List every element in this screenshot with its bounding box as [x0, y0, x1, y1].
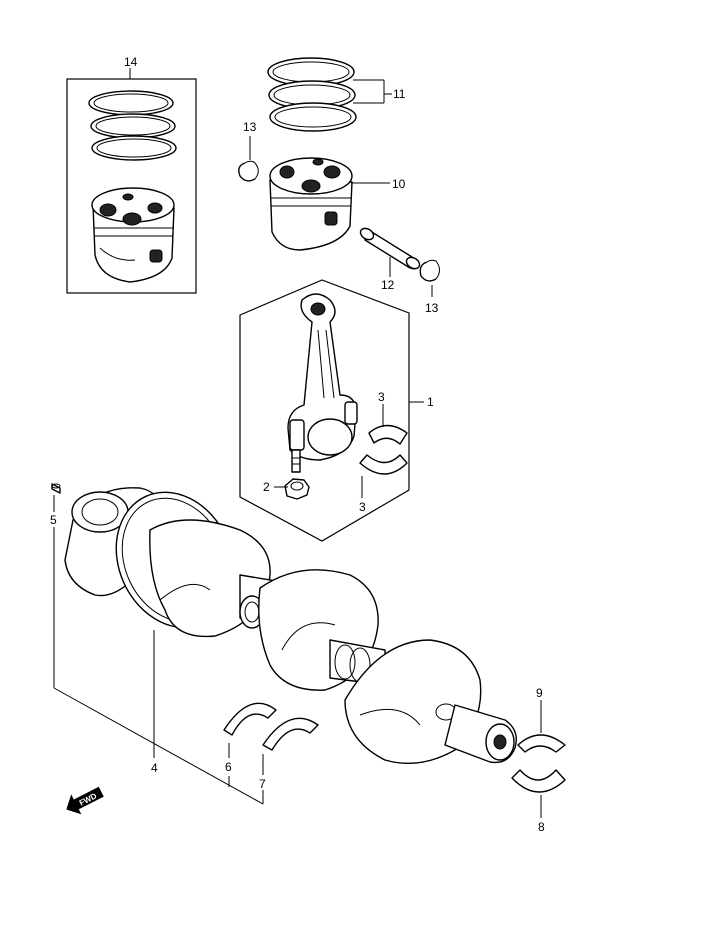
circlip-upper[interactable]: [238, 160, 259, 182]
piston-assembly-kit[interactable]: [66, 68, 197, 294]
main-bearing-7[interactable]: [262, 717, 319, 751]
callout-5: 5: [50, 513, 57, 527]
conrod-bearing-lower: [359, 454, 408, 475]
piston-kit-rings: [88, 90, 177, 161]
callout-1: 1: [427, 395, 434, 409]
piston-kit-frame: [66, 78, 197, 294]
callout-7: 7: [259, 777, 266, 791]
leader-lines: [53, 79, 542, 818]
conrod-frame: [239, 279, 410, 542]
callout-13-lower: 13: [425, 301, 439, 315]
callout-8: 8: [538, 820, 545, 834]
fwd-arrow-icon: FWD: [66, 786, 104, 815]
piston-pin[interactable]: [358, 226, 421, 271]
callout-3-upper: 3: [378, 390, 385, 404]
circlip-lower[interactable]: [419, 259, 440, 282]
piston-rings[interactable]: [267, 57, 357, 132]
callout-3-lower: 3: [359, 500, 366, 514]
main-bearing-6[interactable]: [223, 702, 277, 736]
crank-bearing-8[interactable]: [511, 769, 566, 793]
callout-9: 9: [536, 686, 543, 700]
crankshaft[interactable]: [64, 473, 517, 765]
piston[interactable]: [269, 157, 353, 251]
dowel-pin[interactable]: [51, 483, 61, 494]
callout-12: 12: [381, 278, 395, 292]
callout-6: 6: [225, 760, 232, 774]
piston-kit-piston: [91, 187, 175, 283]
callout-13-upper: 13: [243, 120, 257, 134]
callout-14: 14: [124, 55, 138, 69]
callout-4: 4: [151, 761, 158, 775]
crank-bearing-9[interactable]: [517, 734, 566, 753]
connecting-rod: [287, 293, 358, 473]
conrod-bearing-upper: [368, 424, 408, 445]
conrod-nut: [284, 478, 310, 500]
callout-2: 2: [263, 480, 270, 494]
callout-10: 10: [392, 177, 406, 191]
callout-11: 11: [393, 87, 406, 101]
connecting-rod-group[interactable]: [239, 279, 410, 542]
callout-labels: 14 11 13 10 12 13 1 3 2 3 5 9 4 6 7 8: [50, 55, 545, 834]
